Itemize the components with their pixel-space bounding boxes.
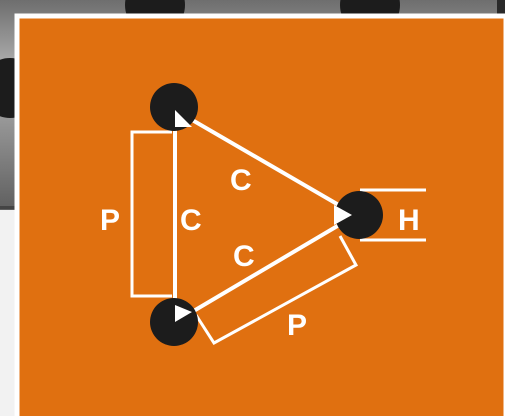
label-p-left: P	[100, 204, 120, 237]
node-top-left	[150, 83, 198, 131]
label-p-bottom: P	[287, 309, 307, 342]
label-c-left: C	[180, 204, 202, 237]
orange-panel	[17, 16, 505, 416]
label-c-bottom: C	[233, 240, 255, 273]
label-h-right: H	[398, 204, 420, 237]
label-c-top: C	[230, 164, 252, 197]
node-bottom-left	[150, 298, 198, 346]
